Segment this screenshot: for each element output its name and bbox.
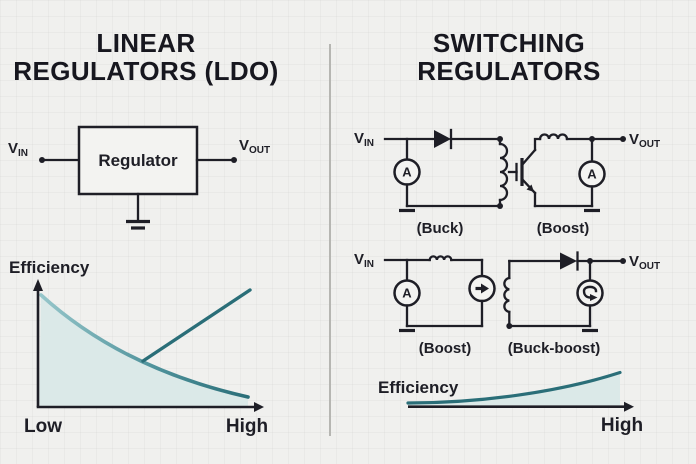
chart-axes	[33, 279, 264, 412]
row1-vin-sub: IN	[364, 138, 374, 149]
switching-efficiency-chart: Efficiency High	[378, 370, 643, 436]
ammeter-letter: A	[402, 286, 412, 301]
buck-circuit: VIN A (Buck)	[354, 128, 509, 237]
ldo-chart-ylabel: Efficiency	[9, 258, 90, 277]
rising-trend-line	[141, 288, 252, 363]
buck-boost-circuit: VOUT (Buck-boost)	[503, 251, 660, 357]
buck-boost-caption: (Buck-boost)	[508, 340, 601, 357]
ammeter-letter: A	[587, 167, 597, 182]
switching-source-icon	[576, 279, 604, 307]
diode-icon	[560, 252, 577, 270]
switching-efficiency-curve	[406, 370, 622, 405]
switching-chart-label: Efficiency	[378, 378, 459, 397]
boost-circuit-2: VIN A (Boost)	[354, 251, 496, 357]
row2-vin-label: VIN	[354, 251, 374, 270]
transistor-icon	[507, 148, 537, 195]
ldo-chart-high-tick: High	[226, 416, 268, 437]
vout-sub: OUT	[249, 145, 270, 156]
inductor-icon	[503, 276, 511, 314]
linear-title-line2: REGULATORS (LDO)	[13, 56, 279, 86]
inductor-icon	[428, 255, 453, 262]
current-source-icon	[468, 274, 496, 303]
ldo-efficiency-chart: Efficiency Low High	[9, 258, 268, 437]
row1-vout-sub: OUT	[639, 139, 660, 150]
regulator-block	[77, 125, 199, 196]
row2-vout-sub: OUT	[639, 261, 660, 272]
inductor-icon	[498, 142, 509, 202]
x-axis-arrow-icon	[254, 402, 264, 412]
vin-v: V	[8, 140, 18, 157]
ldo-efficiency-area-fill	[39, 295, 248, 406]
vout-label: VOUT	[239, 137, 270, 156]
y-axis-arrow-icon	[33, 279, 43, 291]
switching-title-line2: REGULATORS	[417, 56, 601, 86]
row1-vin-v: V	[354, 130, 364, 147]
row2-vin-sub: IN	[364, 259, 374, 270]
chart-axis	[408, 401, 634, 412]
buck-caption: (Buck)	[417, 220, 464, 237]
switching-circuits-row2: VIN A (Boost)	[354, 251, 660, 357]
x-axis-arrow-icon	[624, 401, 634, 412]
ldo-efficiency-curve	[39, 293, 250, 399]
boost2-caption: (Boost)	[419, 340, 472, 357]
row1-vout-label: VOUT	[629, 131, 660, 150]
ldo-block-diagram: VIN Regulator VOUT	[8, 125, 270, 230]
row2-vout-label: VOUT	[629, 253, 660, 272]
regulator-block-label: Regulator	[98, 151, 178, 170]
row1-vin-label: VIN	[354, 130, 374, 149]
switching-circuits-row1: VIN A (Buck) VOUT	[354, 128, 660, 237]
diode-icon	[434, 130, 451, 148]
panel-divider	[329, 44, 331, 436]
inductor-icon	[538, 133, 569, 141]
vin-sub: IN	[18, 148, 28, 159]
switching-efficiency-area-fill	[408, 372, 620, 406]
switching-chart-high-tick: High	[601, 415, 643, 436]
ground-icon	[126, 192, 150, 230]
switching-title-line1: SWITCHING	[432, 28, 586, 58]
ammeter-letter: A	[402, 165, 412, 180]
linear-title-line1: LINEAR	[96, 28, 196, 58]
vout-v: V	[239, 137, 249, 154]
vout-terminal-dot	[231, 157, 237, 163]
row1-vout-v: V	[629, 131, 639, 148]
ldo-chart-low-tick: Low	[24, 416, 62, 437]
row2-vin-v: V	[354, 251, 364, 268]
boost1-caption: (Boost)	[537, 220, 590, 237]
vin-label: VIN	[8, 140, 28, 159]
boost-circuit-1: VOUT A (Boost)	[507, 131, 660, 237]
curved-arrow-icon	[590, 294, 598, 301]
right-arrow-icon	[481, 283, 489, 294]
row2-vout-v: V	[629, 253, 639, 270]
